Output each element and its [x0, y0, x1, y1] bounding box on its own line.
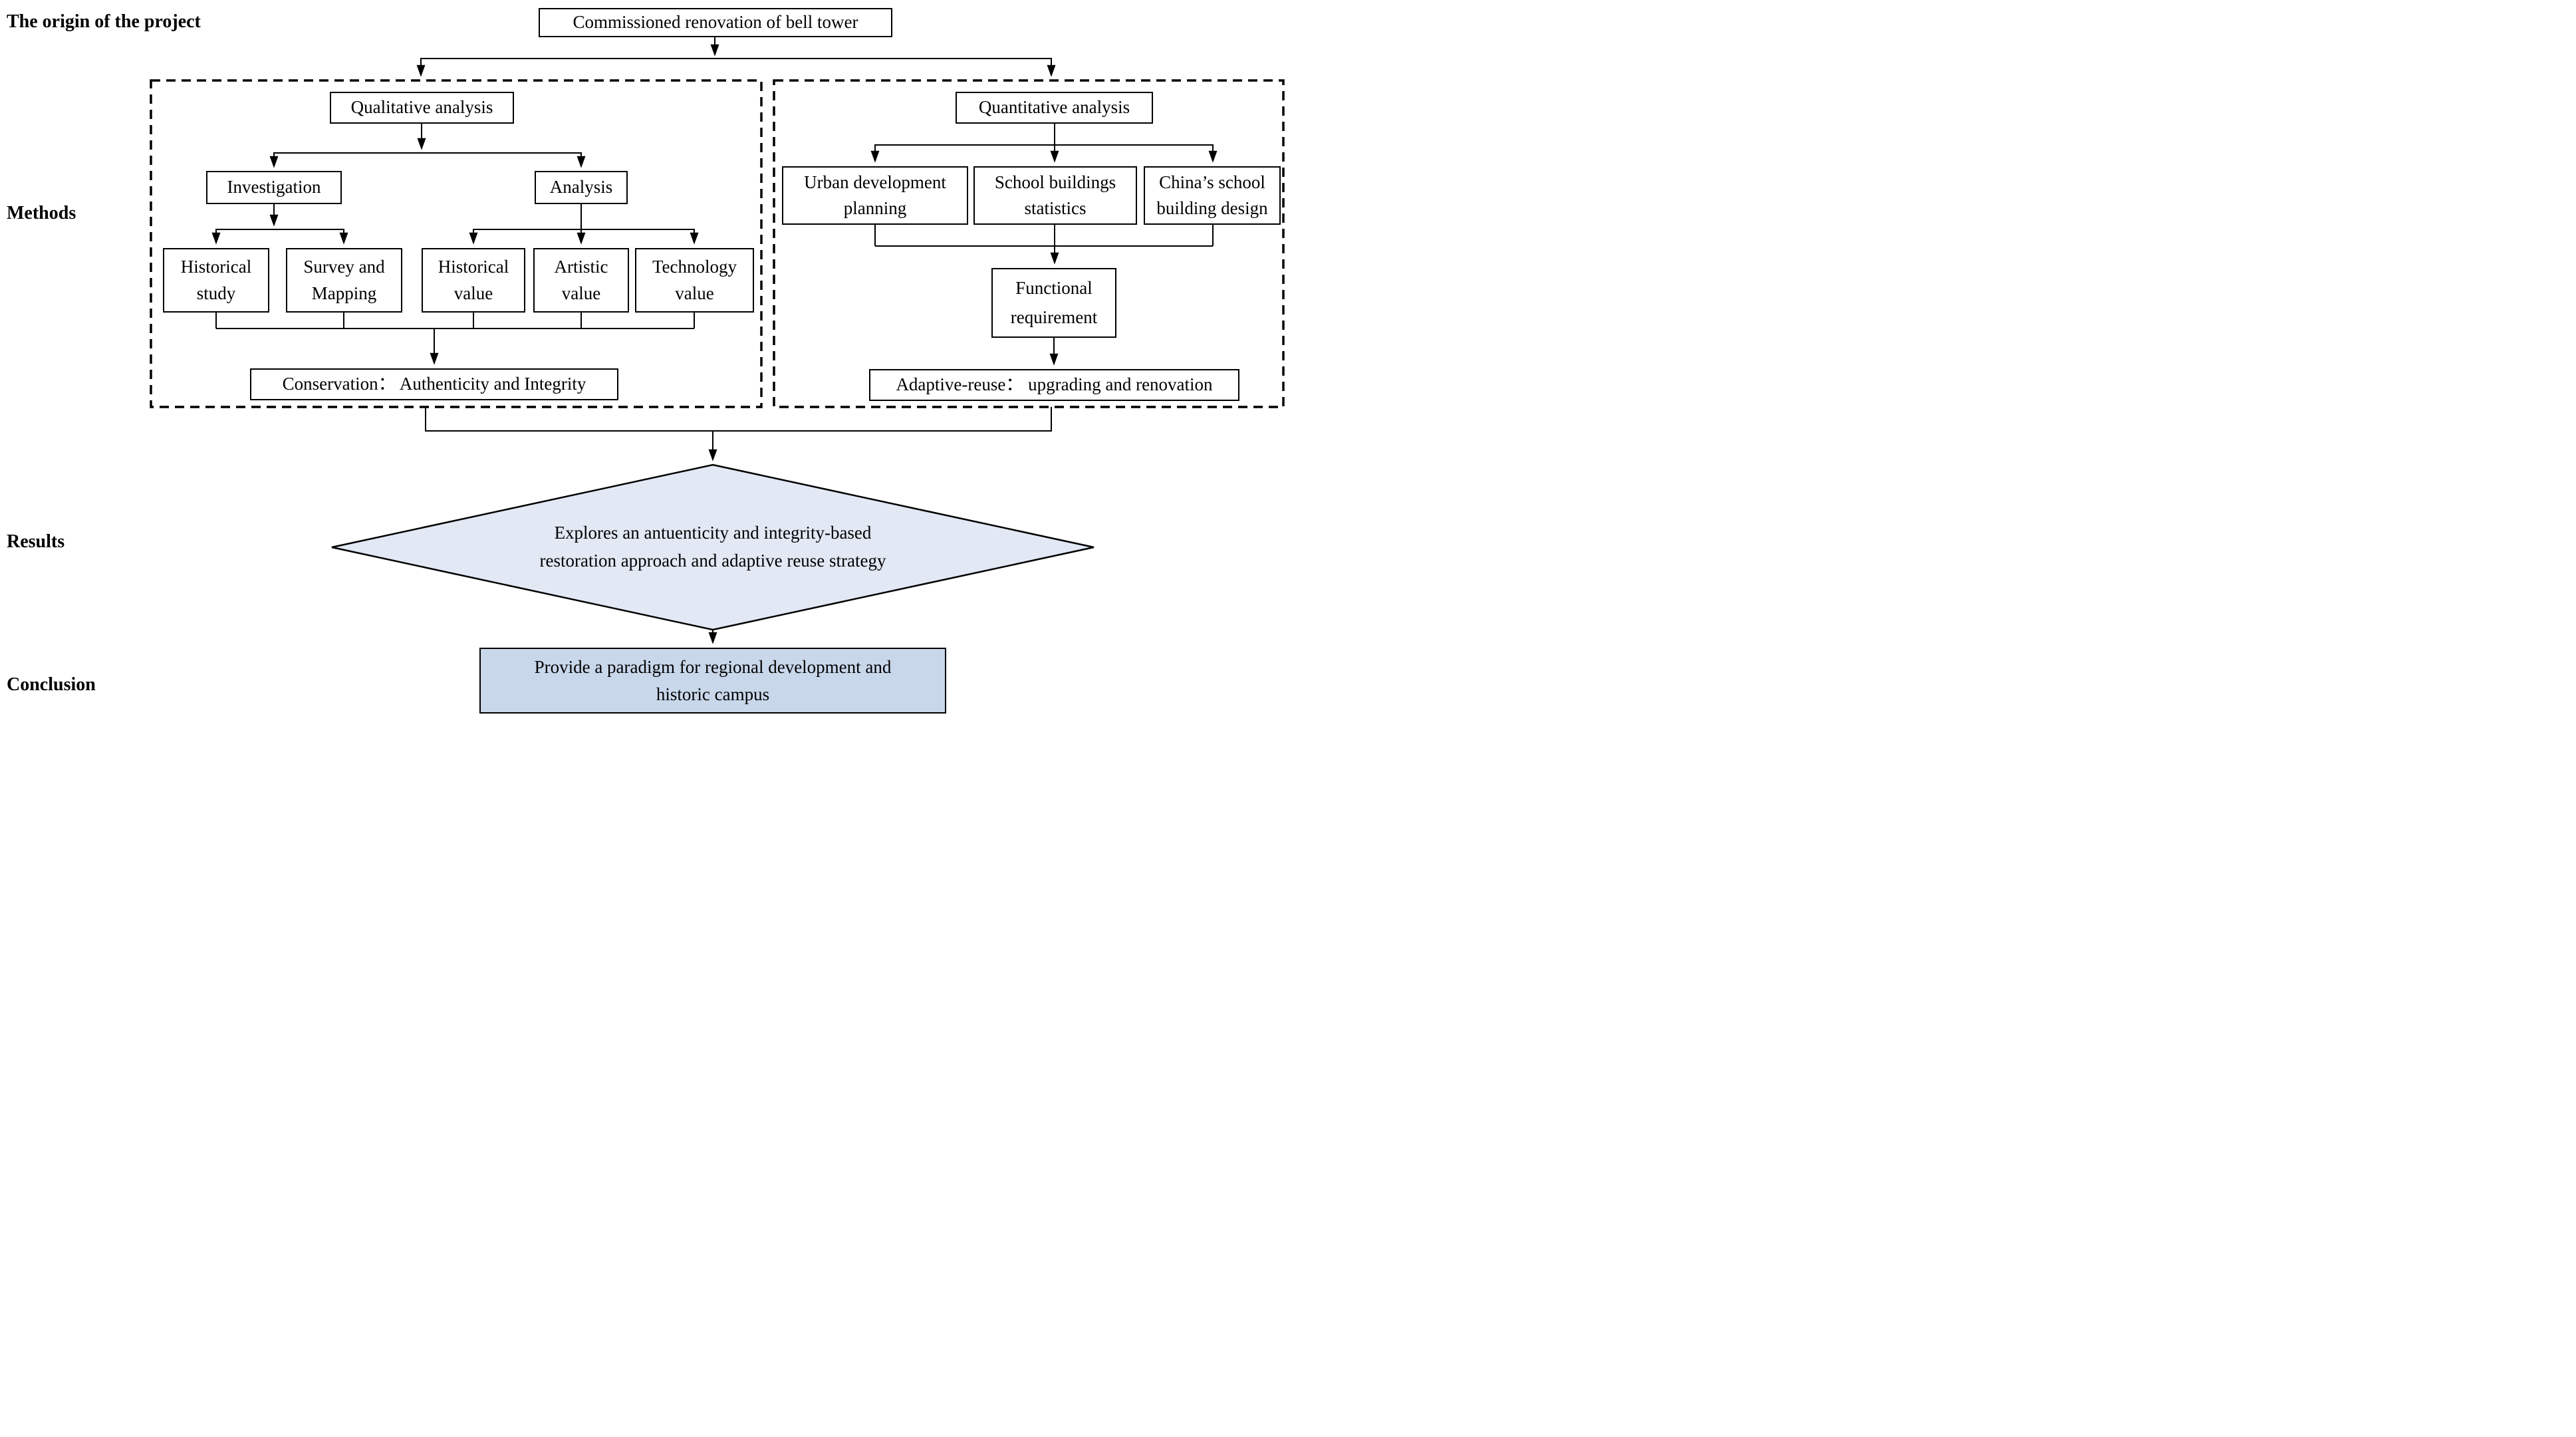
- stage-label-methods: Methods: [7, 203, 76, 223]
- node-origin: Commissioned renovation of bell tower: [539, 8, 892, 37]
- quantitative-panel: [773, 79, 1285, 408]
- node-historical-value: Historical value: [422, 248, 525, 313]
- node-adaptive-reuse: Adaptive-reuse： upgrading and renovation: [869, 369, 1239, 401]
- node-investigation: Investigation: [206, 171, 342, 204]
- node-analysis: Analysis: [535, 171, 628, 204]
- node-conservation: Conservation： Authenticity and Integrity: [250, 368, 618, 400]
- node-qualitative-analysis: Qualitative analysis: [330, 92, 514, 124]
- qualitative-panel: [150, 79, 763, 408]
- node-urban-development-planning: Urban development planning: [782, 166, 968, 225]
- node-survey-and-mapping: Survey and Mapping: [286, 248, 402, 313]
- node-technology-value: Technology value: [635, 248, 754, 313]
- results-diamond-text: Explores an antuenticity and integrity-b…: [539, 523, 886, 571]
- node-functional-requirement: Functional requirement: [991, 268, 1116, 338]
- connector-layer: [150, 37, 1285, 644]
- node-historical-study: Historical study: [163, 248, 269, 313]
- node-conclusion: Provide a paradigm for regional developm…: [479, 648, 946, 714]
- node-chinas-school-building-design: China’s school building design: [1144, 166, 1281, 225]
- node-artistic-value: Artistic value: [533, 248, 629, 313]
- stage-label-origin: The origin of the project: [7, 11, 201, 32]
- node-quantitative-analysis: Quantitative analysis: [956, 92, 1153, 124]
- node-school-buildings-statistics: School buildings statistics: [973, 166, 1137, 225]
- stage-label-conclusion: Conclusion: [7, 674, 96, 695]
- flow-arrows: [211, 37, 1218, 644]
- flowchart-canvas: The origin of the project Methods Result…: [0, 0, 1288, 719]
- stage-label-results: Results: [7, 531, 65, 552]
- results-diamond-shape: [331, 463, 1095, 631]
